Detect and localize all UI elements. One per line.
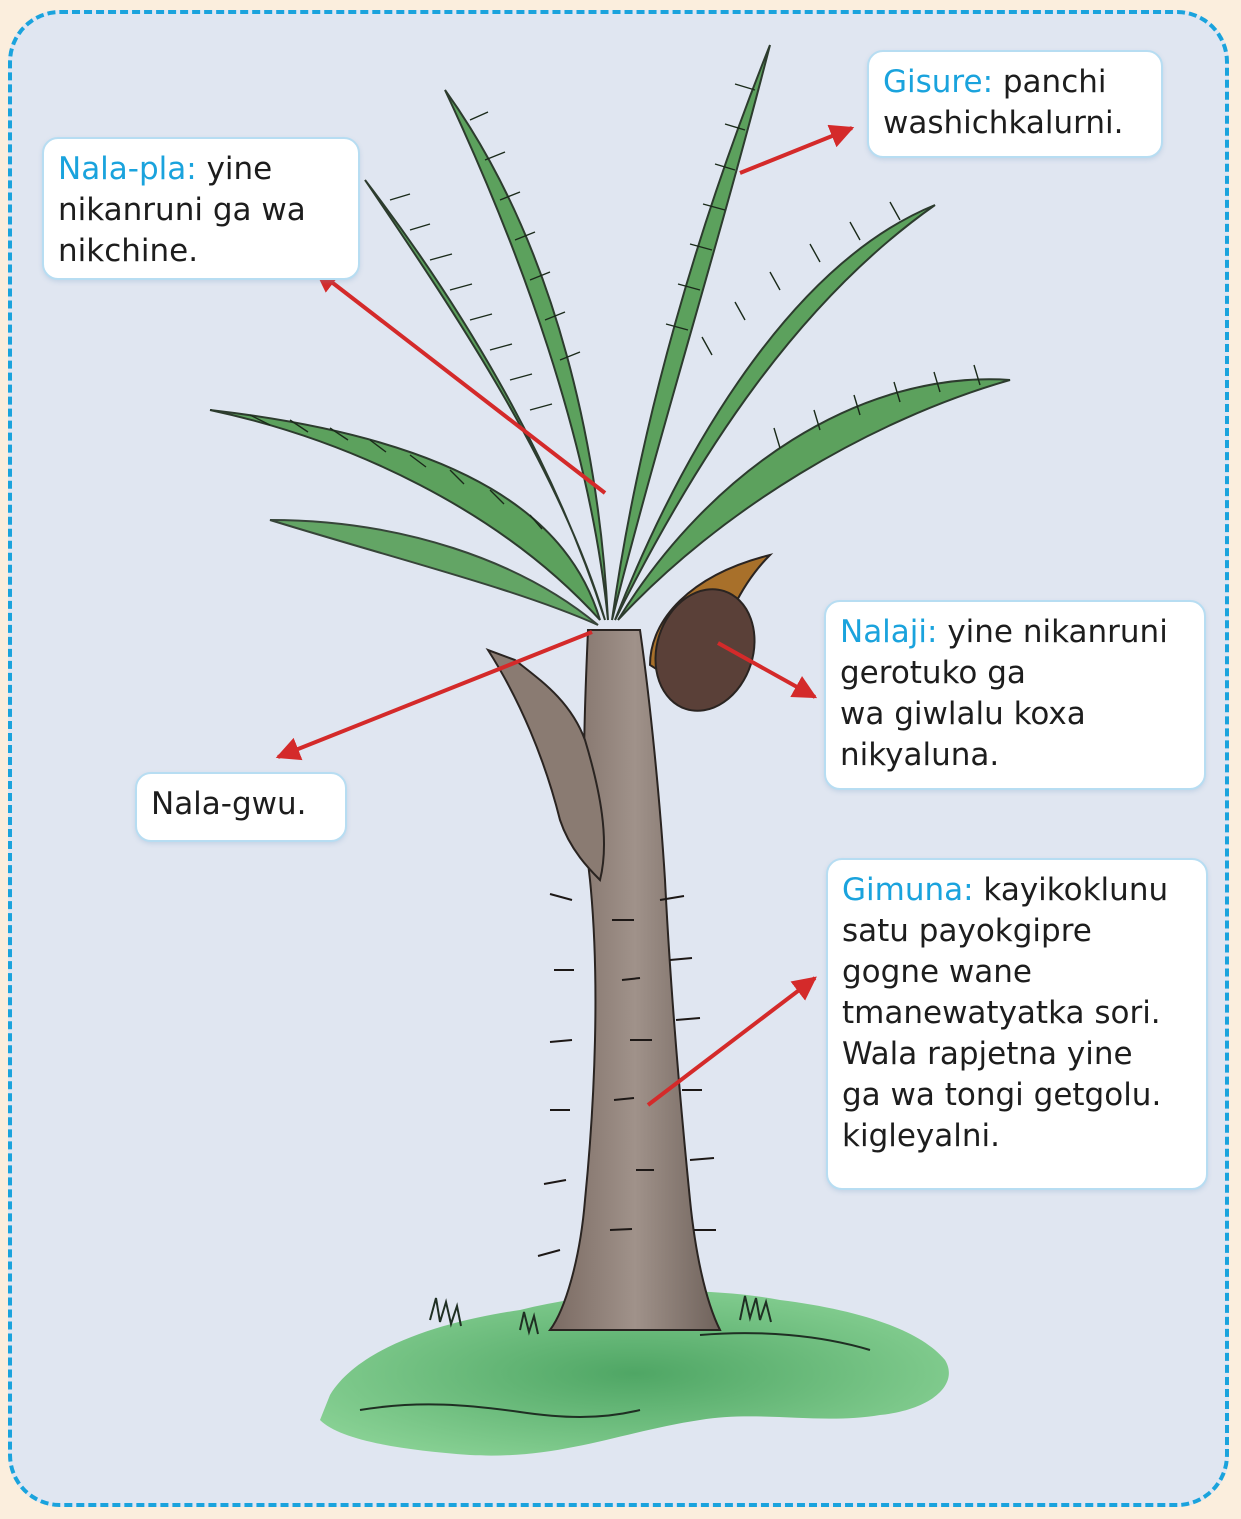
nalaji-line-4: nikyaluna. [840, 735, 1190, 776]
term-nalaji: Nalaji: [840, 614, 937, 650]
term-gisure: Gisure: [883, 64, 993, 100]
gisure-line-2: washichkalurni. [883, 103, 1147, 144]
label-nala-pla: Nala-pla: yine nikanruni ga wa nikchine. [42, 137, 360, 280]
trunk [488, 630, 720, 1330]
gimuna-line-2: satu payokgipre [842, 911, 1192, 952]
label-gisure: Gisure: panchi washichkalurni. [867, 50, 1163, 158]
gimuna-line-4: tmanewatyatka sori. [842, 993, 1192, 1034]
label-nala-gwu: Nala-gwu. [135, 772, 347, 842]
gimuna-line-1: kayikoklunu [974, 872, 1169, 908]
nala-pla-line-1: yine [197, 151, 273, 187]
gimuna-line-5: Wala rapjetna yine [842, 1034, 1192, 1075]
gimuna-line-7: kigleyalni. [842, 1116, 1192, 1157]
label-nalaji: Nalaji: yine nikanruni gerotuko ga wa gi… [824, 600, 1206, 790]
label-gimuna: Gimuna: kayikoklunu satu payokgipre gogn… [826, 858, 1208, 1190]
nala-gwu-text: Nala-gwu. [151, 784, 331, 825]
gisure-line-1: panchi [993, 64, 1106, 100]
term-gimuna: Gimuna: [842, 872, 974, 908]
pointer-arrows [278, 128, 852, 1105]
arrow-gisure [740, 128, 852, 173]
fruit-cluster [640, 555, 770, 724]
nala-pla-line-3: nikchine. [58, 231, 344, 272]
nalaji-line-1: yine nikanruni [937, 614, 1167, 650]
gimuna-line-3: gogne wane [842, 952, 1192, 993]
gimuna-line-6: ga wa tongi getgolu. [842, 1075, 1192, 1116]
nalaji-line-3: wa giwlalu koxa [840, 694, 1190, 735]
nalaji-line-2: gerotuko ga [840, 653, 1190, 694]
nala-pla-line-2: nikanruni ga wa [58, 190, 344, 231]
term-nala-pla: Nala-pla: [58, 151, 197, 187]
